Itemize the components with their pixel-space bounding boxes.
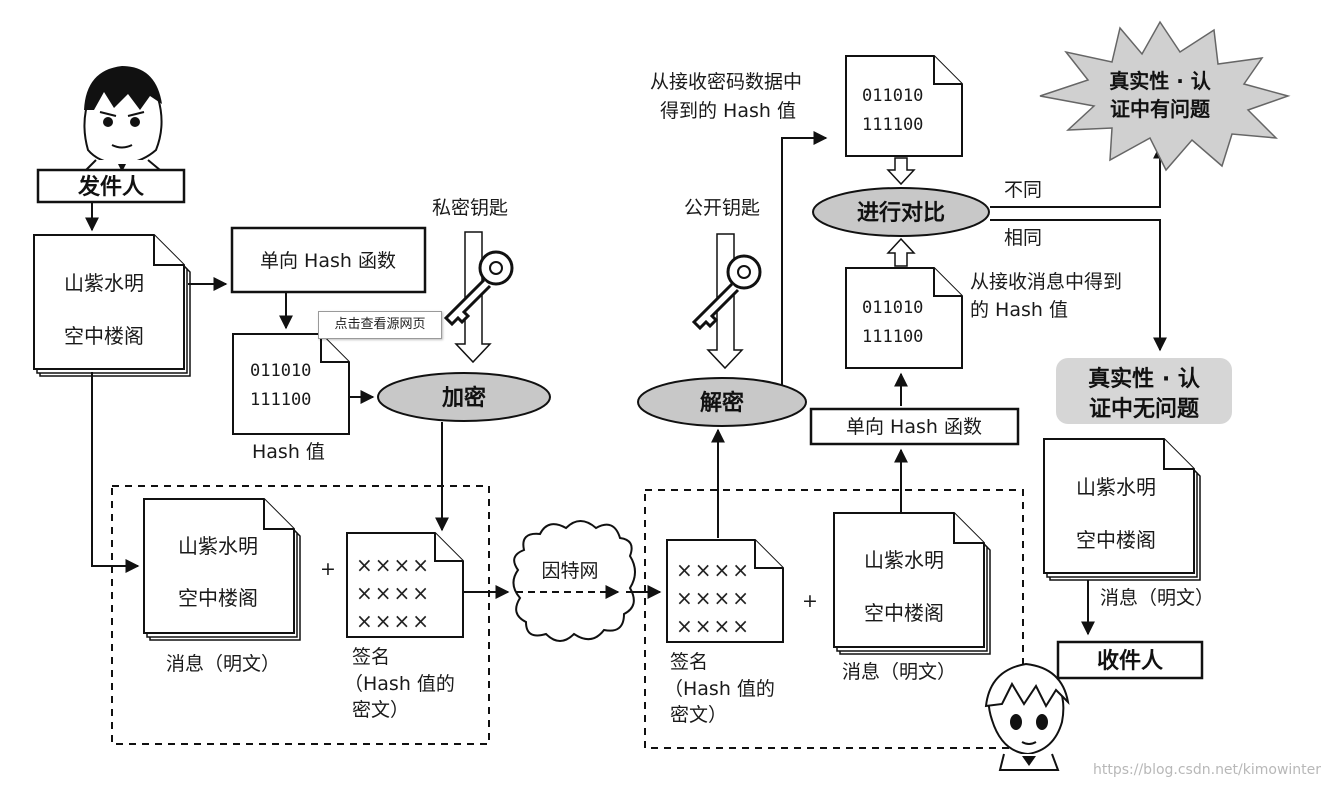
signature-document-left: ×××× ×××× ×××× [346,532,464,638]
package-message-left-line1: 山紫水明 [178,534,258,558]
sender-label: 发件人 [77,174,144,200]
signature-right-caption-2: （Hash 值的 [664,678,775,700]
received-hash-document: 011010 111100 [845,55,963,157]
received-hash-line2: 111100 [862,115,923,135]
auth-problem-line1: 真实性 · 认 [1109,69,1212,93]
signature-right-caption-3: 密文） [670,704,727,726]
compare-label: 进行对比 [857,200,945,226]
same-label: 相同 [1004,227,1042,249]
compare-ellipse: 进行对比 [812,187,990,237]
decrypt-label: 解密 [700,390,744,416]
computed-hash-document: 011010 111100 [845,267,963,369]
receiver-message-line2: 空中楼阁 [1076,528,1156,552]
signature-left-row3: ×××× [356,609,431,633]
computed-hash-line1: 011010 [862,298,923,318]
hollow-arrow-down-icon [886,157,916,186]
auth-problem-line2: 证中有问题 [1110,97,1211,121]
encrypt-label: 加密 [441,385,486,411]
public-key-icon [691,254,762,331]
receiver-message-caption: 消息（明文） [1100,587,1214,609]
sender-box: 发件人 [36,168,186,204]
signature-right-row1: ×××× [676,558,751,582]
receiver-avatar-icon [984,662,1070,771]
hash-function-label-right: 单向 Hash 函数 [846,416,982,438]
auth-problem-starburst: 真实性 · 认 证中有问题 [1039,20,1291,172]
private-key-icon [443,250,514,327]
sender-package-dashed [111,485,490,745]
sender-message-document: 山紫水明 空中楼阁 [33,234,191,377]
view-source-tooltip-button[interactable]: 点击查看源网页 [318,311,442,339]
computed-hash-label-2: 的 Hash 值 [970,299,1068,321]
receiver-message-document: 山紫水明 空中楼阁 [1043,438,1201,581]
package-message-right-line1: 山紫水明 [864,548,944,572]
auth-ok-line1: 真实性 · 认 [1088,366,1200,392]
signature-left-caption-3: 密文） [352,699,409,721]
hash-function-box-right: 单向 Hash 函数 [809,407,1020,446]
auth-ok-box: 真实性 · 认 证中无问题 [1056,358,1232,424]
package-message-document-left: 山紫水明 空中楼阁 [143,498,301,641]
package-message-document-right: 山紫水明 空中楼阁 [833,512,991,655]
receiver-message-line1: 山紫水明 [1076,475,1156,499]
sender-message-line2: 空中楼阁 [64,324,144,348]
internet-label: 因特网 [541,560,598,582]
plus-left: + [320,558,336,580]
hash-function-label-left: 单向 Hash 函数 [260,250,396,272]
signature-document-right: ×××× ×××× ×××× [666,539,784,643]
signature-left-row1: ×××× [356,553,431,577]
hollow-arrow-up-icon [886,237,916,267]
sender-message-line1: 山紫水明 [64,271,144,295]
plus-right: + [802,590,818,612]
auth-ok-line2: 证中无问题 [1089,397,1200,422]
signature-right-caption-1: 签名 [670,651,708,673]
sender-avatar-icon [83,66,163,172]
hash-function-box-left: 单向 Hash 函数 [230,226,427,294]
package-message-left-caption: 消息（明文） [166,653,280,675]
hash-value-caption: Hash 值 [252,441,325,463]
encrypt-ellipse: 加密 [377,372,551,422]
received-hash-line1: 011010 [862,86,923,106]
signature-left-caption-1: 签名 [352,646,390,668]
different-label: 不同 [1004,179,1042,201]
package-message-left-line2: 空中楼阁 [178,586,258,610]
hash-value-line1: 011010 [250,361,311,381]
computed-hash-label-1: 从接收消息中得到 [970,271,1122,293]
package-message-right-line2: 空中楼阁 [864,601,944,625]
watermark-text: https://blog.csdn.net/kimowinter [1093,762,1321,778]
signature-left-caption-2: （Hash 值的 [344,673,455,695]
signature-left-row2: ×××× [356,581,431,605]
package-message-right-caption: 消息（明文） [842,661,956,683]
received-hash-label-2: 得到的 Hash 值 [660,100,796,122]
receiver-box: 收件人 [1056,640,1204,680]
hash-value-document: 011010 111100 [232,333,350,435]
signature-right-row2: ×××× [676,586,751,610]
private-key-label: 私密钥匙 [432,197,508,219]
public-key-label: 公开钥匙 [684,197,760,219]
receiver-package-dashed [644,489,1024,749]
hash-value-line2: 111100 [250,390,311,410]
receiver-label: 收件人 [1097,648,1163,674]
signature-right-row3: ×××× [676,614,751,638]
computed-hash-line2: 111100 [862,327,923,347]
internet-cloud: 因特网 [512,520,636,642]
received-hash-label-1: 从接收密码数据中 [650,71,802,93]
decrypt-ellipse: 解密 [637,377,807,427]
